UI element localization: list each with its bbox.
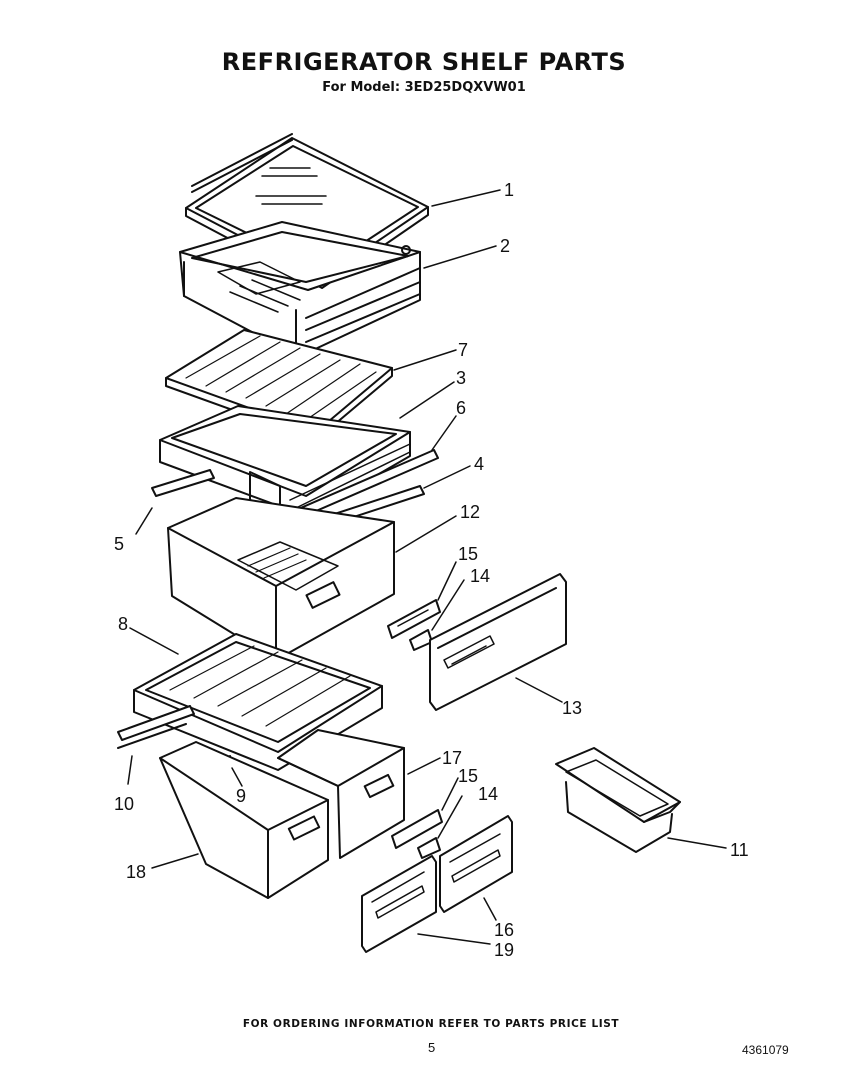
callout-19: 19 [494,940,514,960]
callout-4: 4 [474,454,484,474]
callout-6: 6 [456,398,466,418]
part-19-drawer-front [361,855,437,953]
part-13-drawer-front [429,573,567,711]
callout-13: 13 [562,698,582,718]
part-16-drawer-front [439,815,513,913]
callout-2: 2 [500,236,510,256]
part-5-rail [151,469,215,497]
part-12-crisper-drawer [167,497,395,661]
part-15-bracket-upper [387,599,441,639]
part-10-rail [117,705,195,749]
callout-labels: 1 2 7 3 6 4 5 12 15 14 13 8 10 9 17 15 1… [114,180,749,960]
leader-lines [127,189,727,945]
part-8-lower-shelf [133,633,383,771]
part-18-lower-bin [159,741,329,899]
part-15-bracket-lower [391,809,443,849]
callout-5: 5 [114,534,124,554]
callout-12: 12 [460,502,480,522]
part-14-clip-upper [409,629,433,651]
callout-8: 8 [118,614,128,634]
callout-16: 16 [494,920,514,940]
part-11-door-bin [555,747,681,853]
callout-15a: 15 [458,544,478,564]
page-number: 5 [428,1040,436,1055]
document-number: 4361079 [742,1043,789,1057]
callout-14a: 14 [470,566,490,586]
callout-7: 7 [458,340,468,360]
callout-17: 17 [442,748,462,768]
part-2-shelf-frame [179,221,421,359]
callout-10: 10 [114,794,134,814]
ordering-note: FOR ORDERING INFORMATION REFER TO PARTS … [242,1018,620,1030]
callout-3: 3 [456,368,466,388]
callout-1: 1 [504,180,514,200]
callout-18: 18 [126,862,146,882]
callout-14b: 14 [478,784,498,804]
part-3-crisper-cover-frame [159,405,411,517]
callout-11: 11 [730,840,749,860]
part-14-clip-lower [417,837,441,859]
model-line: For Model: 3ED25DQXVW01 [322,80,526,95]
callout-15b: 15 [458,766,478,786]
page-title: REFRIGERATOR SHELF PARTS [221,48,627,76]
part-17-lower-bin [277,729,405,859]
callout-9: 9 [236,786,246,806]
